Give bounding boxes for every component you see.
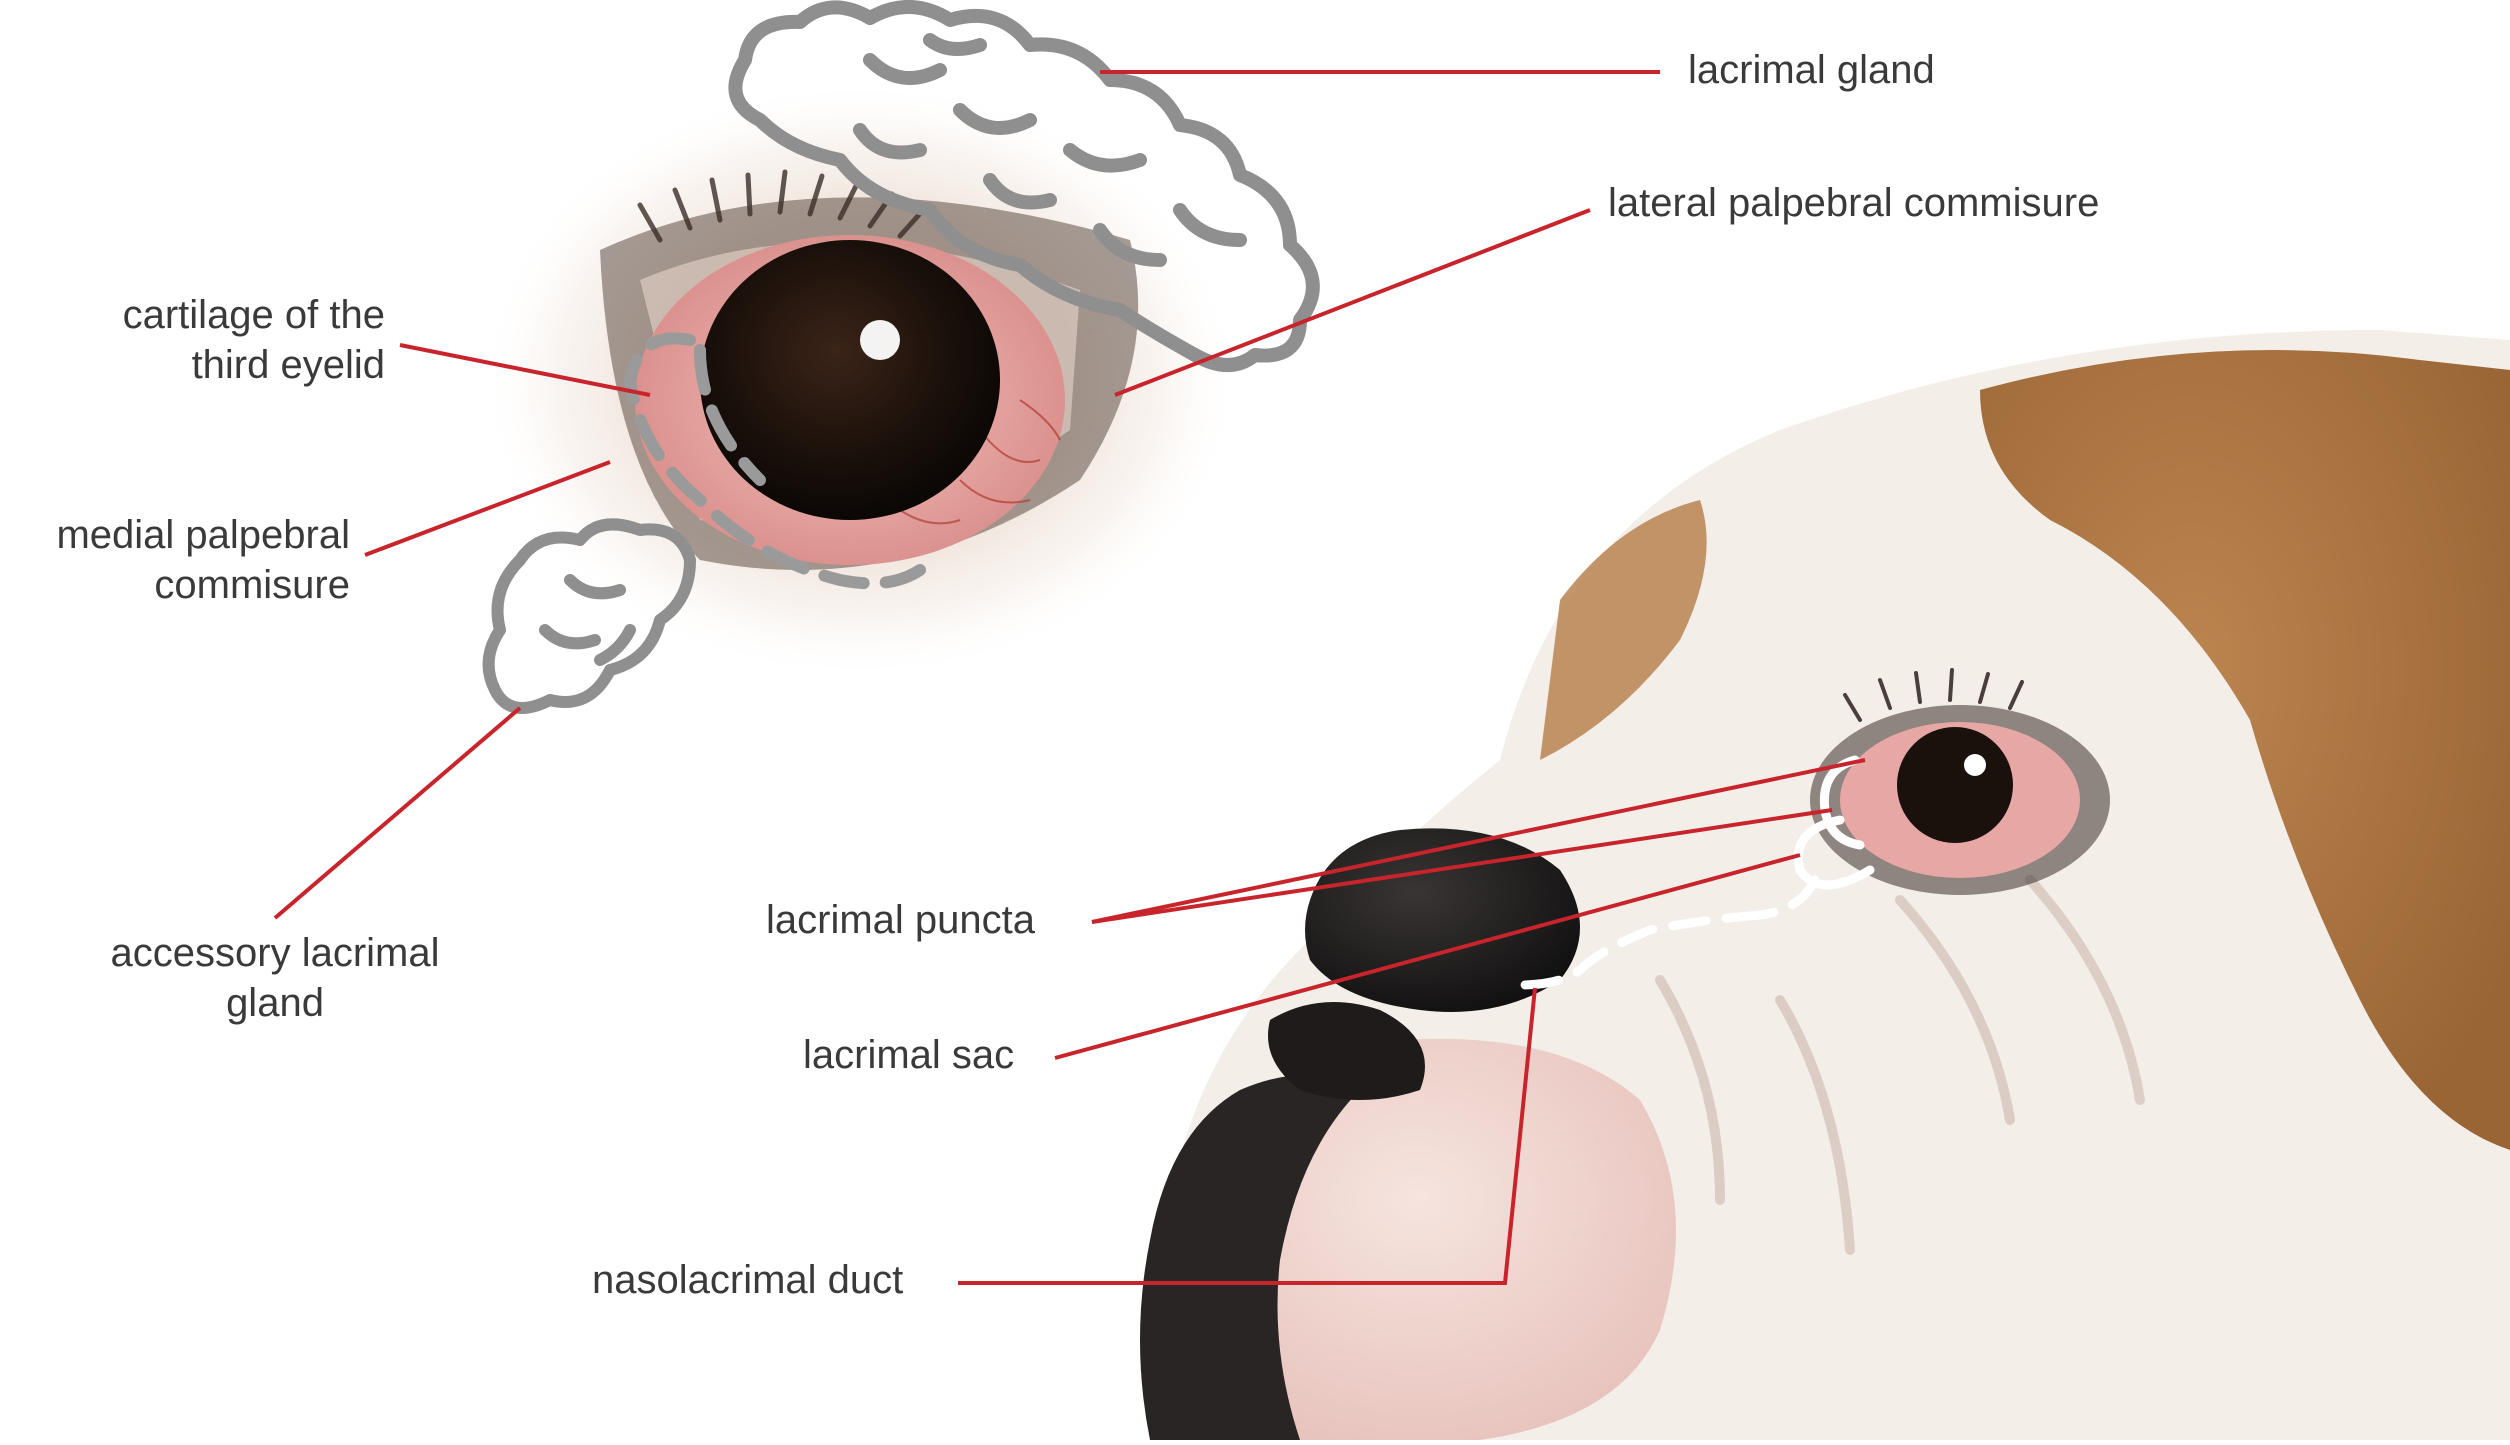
leader-accessory-gland [275,708,520,918]
label-lateral-commisure: lateral palpebral commisure [1608,178,2099,228]
label-accessory-line1: accessory lacrimal [70,928,480,978]
label-medial-line1: medial palpebral [10,510,350,560]
label-accessory-gland: accessory lacrimal gland [70,928,480,1028]
label-lacrimal-gland: lacrimal gland [1688,45,1935,95]
label-lacrimal-puncta: lacrimal puncta [766,895,1035,945]
label-third-eyelid: cartilage of the third eyelid [70,290,385,390]
label-nasolacrimal-duct: nasolacrimal duct [592,1255,903,1305]
eye-closeup-image [480,7,1313,708]
label-third-eyelid-line2: third eyelid [70,340,385,390]
label-lacrimal-sac: lacrimal sac [803,1030,1014,1080]
label-medial-line2: commisure [10,560,350,610]
label-third-eyelid-line1: cartilage of the [70,290,385,340]
label-medial-commisure: medial palpebral commisure [10,510,350,610]
label-accessory-line2: gland [70,978,480,1028]
